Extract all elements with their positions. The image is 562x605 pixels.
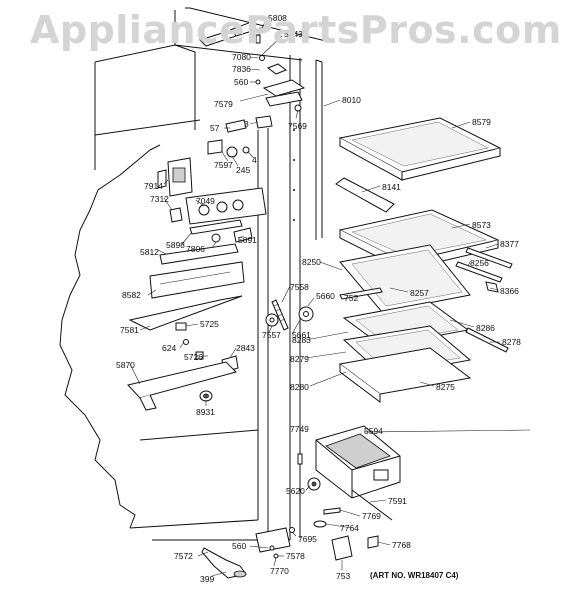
label-7695: 7695 <box>298 534 317 544</box>
label-7080: 7080 <box>232 52 251 62</box>
label-7769: 7769 <box>362 511 381 521</box>
art-number: (ART NO. WR18407 C4) <box>370 571 459 580</box>
label-5726: 5726 <box>184 352 203 362</box>
label-8275: 8275 <box>436 382 455 392</box>
label-5812: 5812 <box>140 247 159 257</box>
label-5725: 5725 <box>200 319 219 329</box>
label-8280: 8280 <box>290 382 309 392</box>
label-4: 4 <box>252 155 257 165</box>
label-8582: 8582 <box>122 290 141 300</box>
label-7768: 7768 <box>392 540 411 550</box>
label-560: 560 <box>234 77 248 87</box>
center-rods-rollers <box>265 299 314 331</box>
label-5594: 5594 <box>364 426 383 436</box>
light-duct-parts <box>127 243 245 411</box>
shelves <box>335 117 513 403</box>
label-8279: 8279 <box>290 354 309 364</box>
label-7558: 7558 <box>290 282 309 292</box>
label-7578: 7578 <box>286 551 305 561</box>
label-7836: 7836 <box>232 64 251 74</box>
label-5661: 5661 <box>292 330 311 340</box>
label-7557: 7557 <box>262 330 281 340</box>
label-8931: 8931 <box>196 407 215 417</box>
label-7312: 7312 <box>150 194 169 204</box>
label-7764: 7764 <box>340 523 359 533</box>
upper-hardware <box>157 34 306 243</box>
label-8250: 8250 <box>302 257 321 267</box>
label-8286: 8286 <box>476 323 495 333</box>
label-7597: 7597 <box>214 160 233 170</box>
label-8257: 8257 <box>410 288 429 298</box>
label-8141: 8141 <box>382 182 401 192</box>
label-7770: 7770 <box>270 566 289 576</box>
label-8278: 8278 <box>502 337 521 347</box>
label-57: 57 <box>210 123 220 133</box>
label-8010: 8010 <box>342 95 361 105</box>
label-7049: 7049 <box>196 196 215 206</box>
watermark: AppliancePartsPros.com <box>30 8 562 52</box>
leader-lines <box>129 19 531 577</box>
cutaway-edge <box>59 149 151 529</box>
label-8573: 8573 <box>472 220 491 230</box>
label-5620: 5620 <box>286 486 305 496</box>
label-5891: 5891 <box>238 235 257 245</box>
label-7914: 7914 <box>144 181 163 191</box>
label-8377: 8377 <box>500 239 519 249</box>
label-7581: 7581 <box>120 325 139 335</box>
label-7806: 7806 <box>186 244 205 254</box>
label-7591: 7591 <box>388 496 407 506</box>
bottom-parts <box>201 425 401 579</box>
label-8283: 8283 <box>292 335 311 345</box>
label-7579: 7579 <box>214 99 233 109</box>
label-5808: 5808 <box>268 13 287 23</box>
label-5843: 5843 <box>284 29 303 39</box>
label-560-bottom: 560 <box>232 541 246 551</box>
label-8366: 8366 <box>500 286 519 296</box>
label-7749: 7749 <box>290 424 309 434</box>
label-5660: 5660 <box>316 291 335 301</box>
label-245: 245 <box>236 165 250 175</box>
label-3: 3 <box>244 119 249 129</box>
label-753: 753 <box>336 571 350 581</box>
label-5870: 5870 <box>116 360 135 370</box>
label-7569: 7569 <box>288 121 307 131</box>
label-7572: 7572 <box>174 551 193 561</box>
label-8256: 8256 <box>470 258 489 268</box>
part-number-labels: 5808 5843 7080 7836 560 7579 7569 8010 8… <box>116 13 521 584</box>
label-5898: 5898 <box>166 240 185 250</box>
label-8579: 8579 <box>472 117 491 127</box>
label-624: 624 <box>162 343 176 353</box>
label-2843: 2843 <box>236 343 255 353</box>
label-752: 752 <box>344 293 358 303</box>
label-399: 399 <box>200 574 214 584</box>
cabinet-liner <box>94 7 331 541</box>
